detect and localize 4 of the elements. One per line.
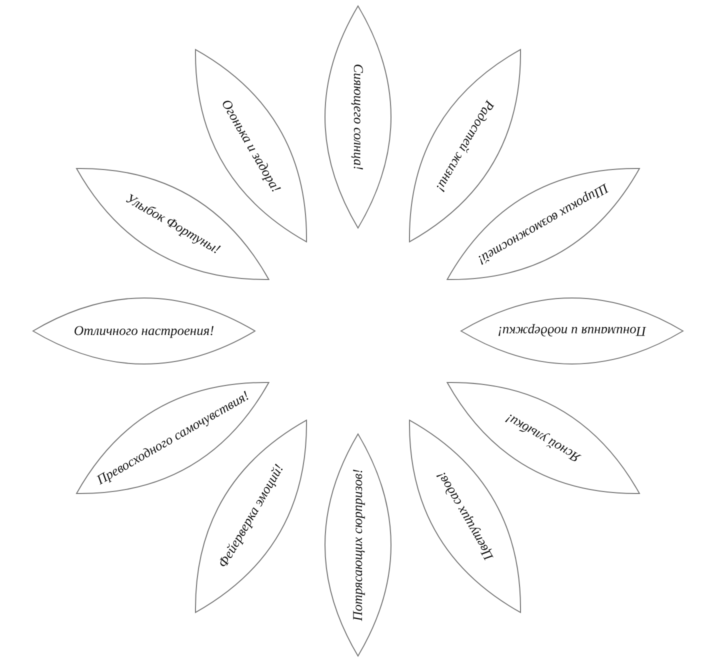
petal-label: Понимания и поддержки! [498, 323, 646, 339]
petal-label: Отличного настроения! [74, 323, 214, 339]
petal-label: Потрясающих сюрпризов! [350, 468, 366, 622]
petal-label: Сияющего солнца! [350, 64, 366, 170]
